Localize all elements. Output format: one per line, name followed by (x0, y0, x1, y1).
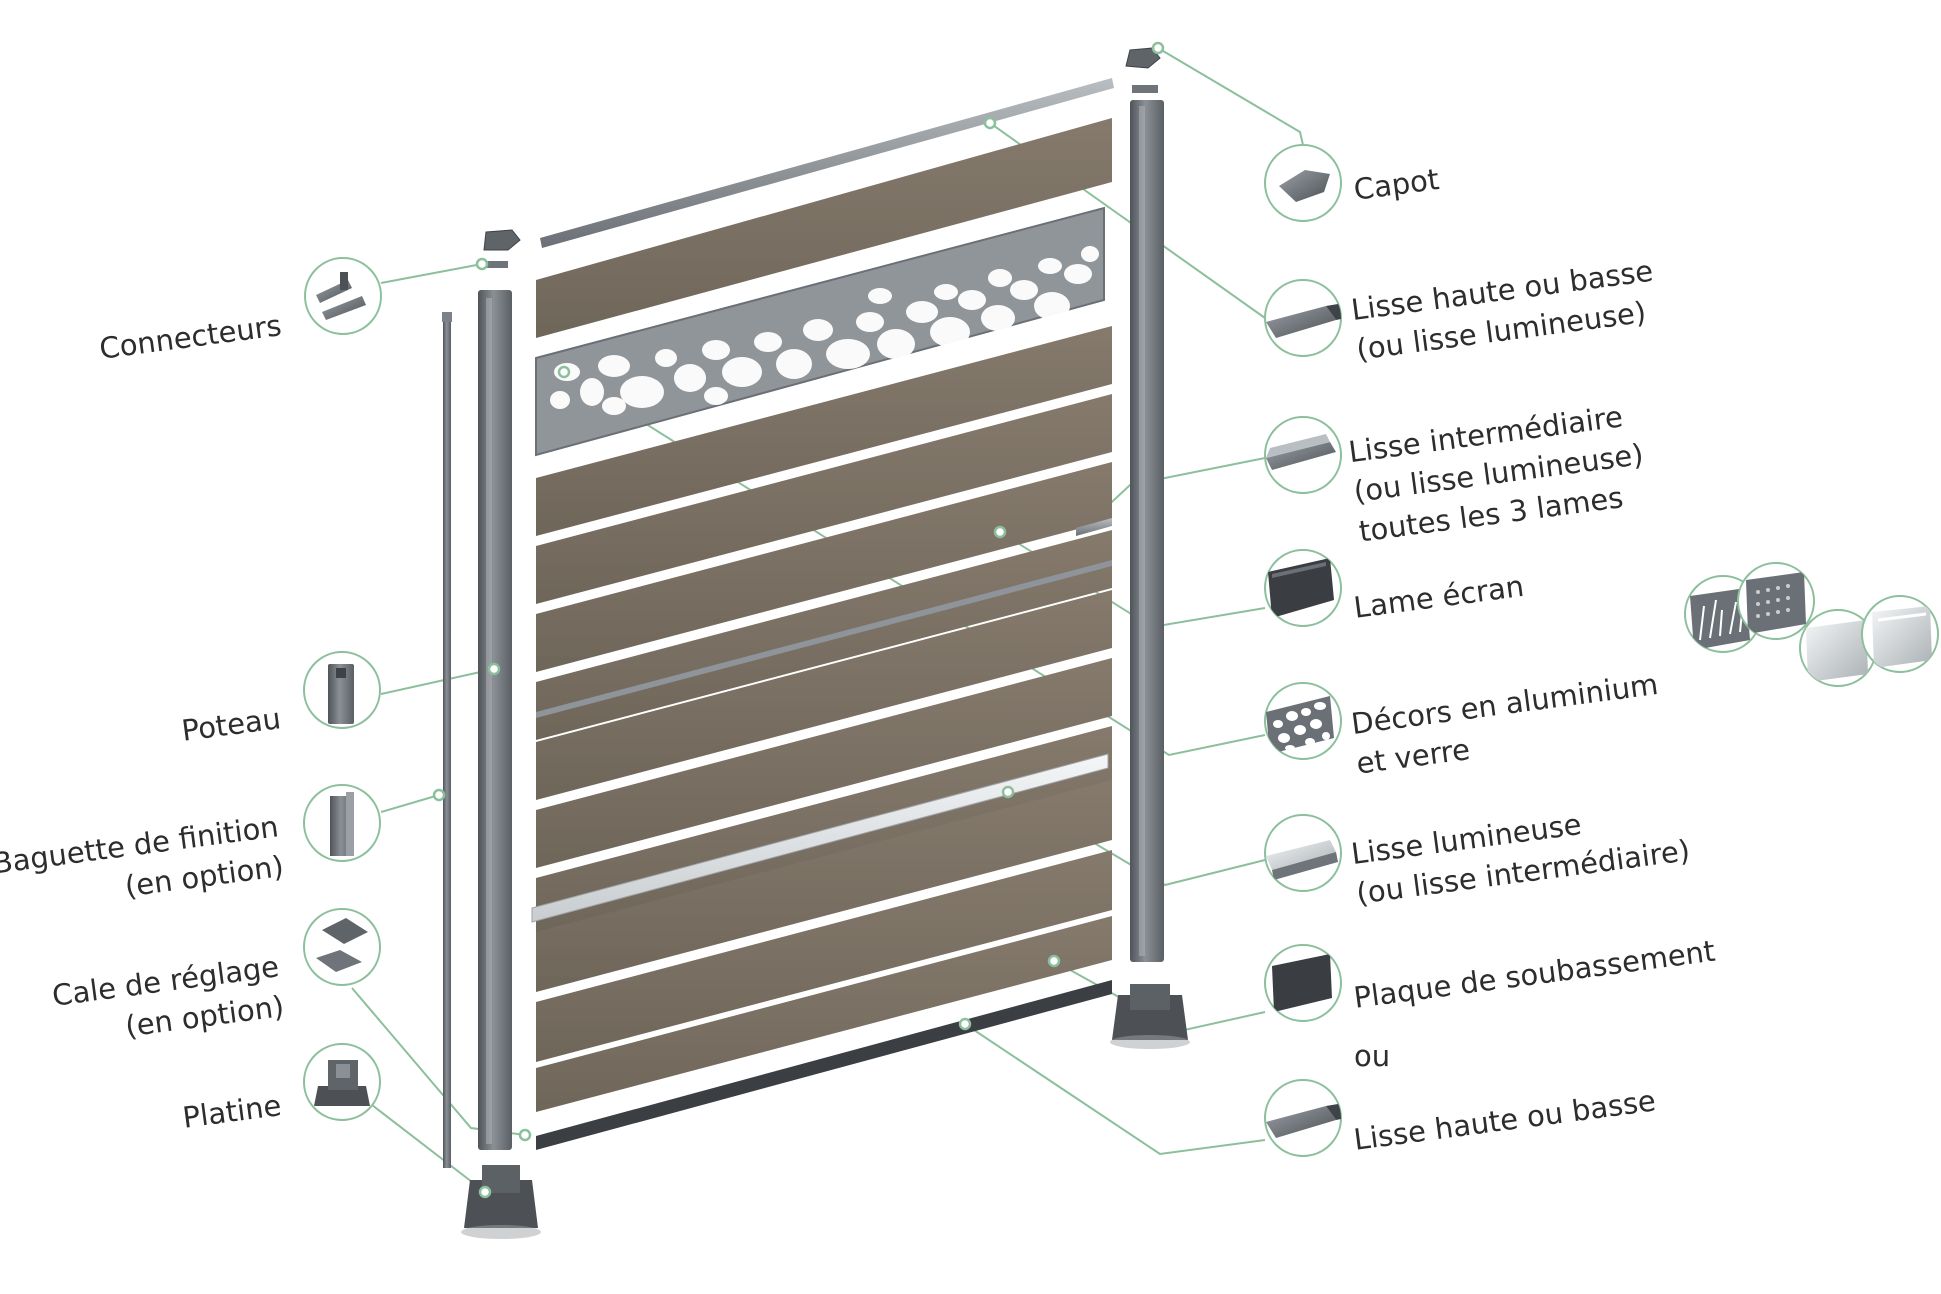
lisse-inter-callout (1264, 416, 1342, 494)
post-icon (328, 664, 354, 724)
lame-callout (1264, 549, 1342, 627)
screen-board-icon (1268, 558, 1334, 618)
decor-variant-3 (1799, 609, 1877, 687)
left-post (478, 290, 512, 1150)
lower-boards (536, 780, 1112, 1112)
intermediate-rail-piece (1076, 518, 1112, 536)
decor-variant-4 (1861, 595, 1939, 673)
frosted-glass-icon (1806, 620, 1868, 682)
connecteurs-callout (304, 257, 382, 335)
right-base (1110, 984, 1190, 1049)
top-rail-icon (1266, 304, 1341, 338)
leader-endpoints (432, 41, 1165, 1199)
finishing-strip-icon (330, 792, 354, 856)
intermediate-rail-icon (1266, 434, 1336, 470)
cale-callout (303, 908, 381, 986)
perforated-decor-icon (1746, 572, 1806, 634)
baguette-strip (442, 312, 452, 1168)
top-board (536, 118, 1112, 338)
leader-lisse-basse (964, 1023, 1266, 1156)
leader-platine (371, 1104, 486, 1193)
platine-callout (303, 1043, 381, 1121)
right-connector (1132, 85, 1158, 93)
connector-icon (316, 272, 366, 320)
top-rail (540, 78, 1114, 248)
right-post (1130, 100, 1164, 962)
poteau-callout (303, 651, 381, 729)
cap-icon (1279, 170, 1330, 202)
decors-callout (1264, 682, 1342, 760)
base-plate-icon (314, 1060, 370, 1106)
left-connector (480, 261, 508, 268)
screen-boards (536, 326, 1112, 936)
decor-panel-icon (1266, 696, 1334, 754)
lisse-basse-callout (1264, 1079, 1342, 1157)
lisse-lum-callout (1264, 814, 1342, 892)
bottom-rail-icon (1266, 1104, 1341, 1138)
light-rail-icon (1266, 840, 1338, 880)
lisse-haute-callout (1264, 279, 1342, 357)
grass-decor-icon (1690, 588, 1750, 650)
leader-capot (1157, 47, 1304, 146)
clear-glass-icon (1872, 606, 1932, 668)
left-base (461, 1165, 541, 1239)
label-ou: ou (1354, 1039, 1391, 1073)
capot-callout (1264, 144, 1342, 222)
decor-variant-2 (1737, 562, 1815, 640)
plaque-callout (1264, 944, 1342, 1022)
left-cap (483, 229, 521, 251)
base-plate-panel-icon (1272, 954, 1332, 1012)
right-cap (1125, 47, 1161, 69)
light-rail (531, 753, 1109, 923)
shim-icon (316, 918, 368, 972)
decor-panel (535, 206, 1105, 457)
leader-connecteurs (380, 263, 483, 284)
leader-baguette (380, 794, 440, 813)
leader-poteau (380, 668, 495, 695)
baguette-callout (303, 784, 381, 862)
fence-assembly (442, 47, 1190, 1239)
